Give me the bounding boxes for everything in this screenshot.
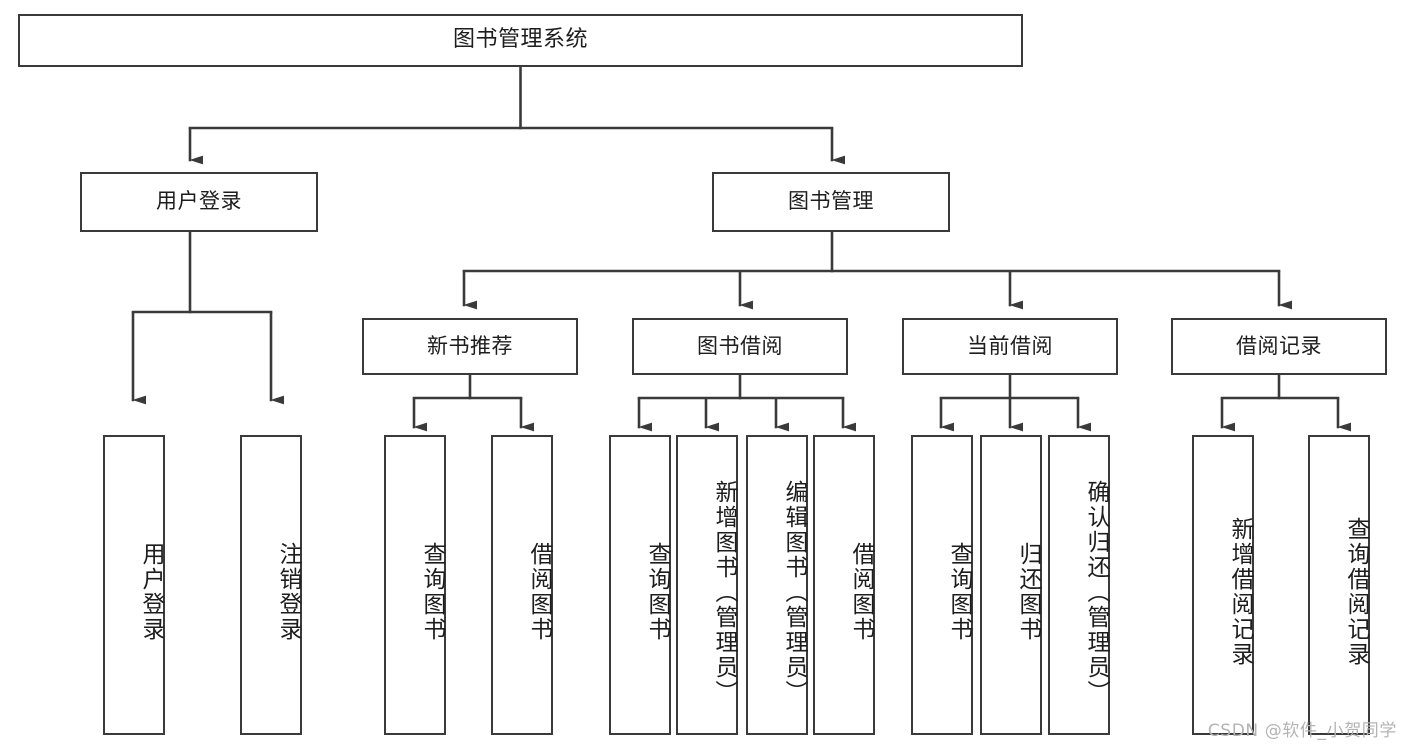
leaf-logout[interactable]: 注销登录 [240,435,302,735]
node-label: 借阅图书 [526,542,552,642]
node-label: 借阅记录 [1236,333,1322,358]
node-label: 查询借阅记录 [1343,517,1369,667]
leaf-confirm-return-admin[interactable]: 确认归还（管理员） [1048,435,1110,735]
node-label: 查询图书 [419,542,445,642]
leaf-query-book-current[interactable]: 查询图书 [911,435,973,735]
node-current-borrowing[interactable]: 当前借阅 [902,318,1118,375]
leaf-query-borrowing-record[interactable]: 查询借阅记录 [1308,435,1370,735]
node-book-management[interactable]: 图书管理 [712,172,950,232]
leaf-user-login[interactable]: 用户登录 [103,435,165,735]
leaf-return-book[interactable]: 归还图书 [980,435,1042,735]
node-label: 用户登录 [156,189,242,214]
node-label: 确认归还（管理员） [1083,479,1109,705]
leaf-borrow-book-borrowing[interactable]: 借阅图书 [813,435,875,735]
node-label: 图书借阅 [697,333,783,358]
node-label: 新增借阅记录 [1227,517,1253,667]
csdn-watermark: CSDN @软件_小贺同学 [1207,721,1397,741]
node-label: 归还图书 [1015,542,1041,642]
leaf-add-book-admin[interactable]: 新增图书（管理员） [676,435,738,735]
leaf-borrow-book-recommendation[interactable]: 借阅图书 [491,435,553,735]
node-label: 新书推荐 [427,333,513,358]
leaf-query-book-recommendation[interactable]: 查询图书 [384,435,446,735]
node-new-book-recommendation[interactable]: 新书推荐 [362,318,578,375]
node-label: 图书管理 [788,189,874,214]
node-label: 查询图书 [644,542,670,642]
node-label: 编辑图书（管理员） [781,479,807,705]
leaf-add-borrowing-record[interactable]: 新增借阅记录 [1192,435,1254,735]
node-label: 注销登录 [275,542,301,642]
leaf-edit-book-admin[interactable]: 编辑图书（管理员） [746,435,808,735]
node-book-borrowing[interactable]: 图书借阅 [632,318,848,375]
node-label: 查询图书 [946,542,972,642]
node-root-book-management-system[interactable]: 图书管理系统 [18,14,1023,67]
node-label: 图书管理系统 [452,27,588,53]
node-label: 当前借阅 [967,333,1053,358]
node-user-login[interactable]: 用户登录 [80,172,318,232]
node-label: 用户登录 [138,542,164,642]
leaf-query-book-borrowing[interactable]: 查询图书 [609,435,671,735]
node-label: 借阅图书 [848,542,874,642]
node-label: 新增图书（管理员） [711,479,737,705]
node-borrowing-records[interactable]: 借阅记录 [1171,318,1387,375]
